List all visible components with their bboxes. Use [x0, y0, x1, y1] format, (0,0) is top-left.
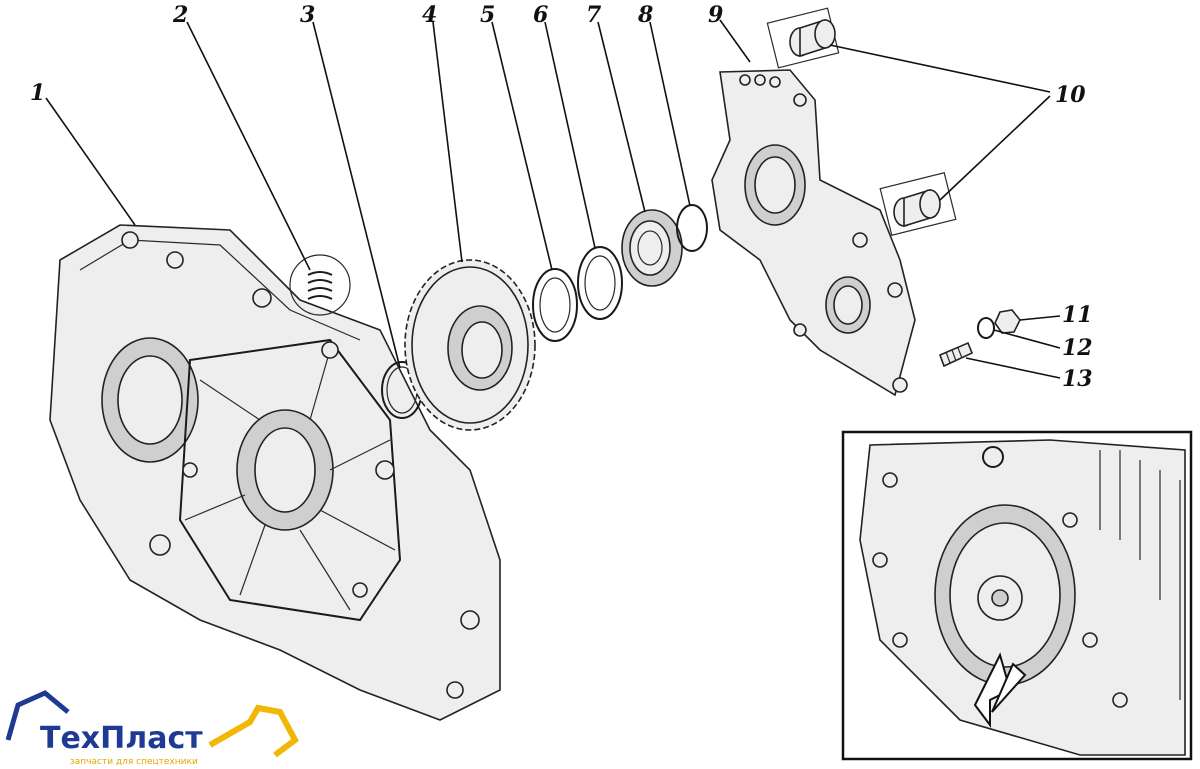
- inset-arrow: [991, 662, 1027, 713]
- callout-7: 7: [586, 2, 602, 28]
- callout-6: 6: [533, 2, 548, 28]
- part-10-bushings: [766, 7, 957, 236]
- techplast-logo: ТехПласт запчасти для спецтехники: [5, 690, 299, 767]
- part-1-housing: [49, 224, 501, 721]
- part-12-lock-washer: [977, 317, 995, 339]
- part-6-washer: [577, 246, 623, 320]
- part-11-nut: [994, 309, 1021, 334]
- part-7-bearing: [621, 209, 683, 287]
- callout-11: 11: [1062, 302, 1093, 328]
- callout-2: 2: [172, 2, 188, 28]
- logo-tagline: запчасти для спецтехники: [70, 757, 198, 767]
- part-5-washer: [532, 268, 578, 342]
- callout-13: 13: [1062, 366, 1093, 392]
- part-8-snap-ring: [676, 204, 708, 252]
- part-9-cover: [711, 69, 916, 397]
- callout-4: 4: [422, 2, 437, 28]
- part-13-stud: [938, 341, 974, 368]
- part-4-gear: [404, 259, 536, 431]
- callout-12: 12: [1062, 335, 1093, 361]
- callout-9: 9: [708, 2, 723, 28]
- excavator-arm-icon: [208, 704, 299, 758]
- leader-lines: [45, 19, 1061, 379]
- callout-8: 8: [637, 2, 653, 28]
- inset-assembly-view: [841, 430, 1193, 761]
- part-2-spring: [289, 254, 351, 316]
- callout-5: 5: [480, 2, 495, 28]
- callout-10: 10: [1055, 82, 1086, 108]
- callout-3: 3: [300, 2, 315, 28]
- logo-name: ТехПласт: [40, 721, 203, 756]
- callout-labels: 1 2 3 4 5 6 7 8 9 10 11 12 13: [30, 2, 1093, 392]
- callout-1: 1: [30, 80, 45, 106]
